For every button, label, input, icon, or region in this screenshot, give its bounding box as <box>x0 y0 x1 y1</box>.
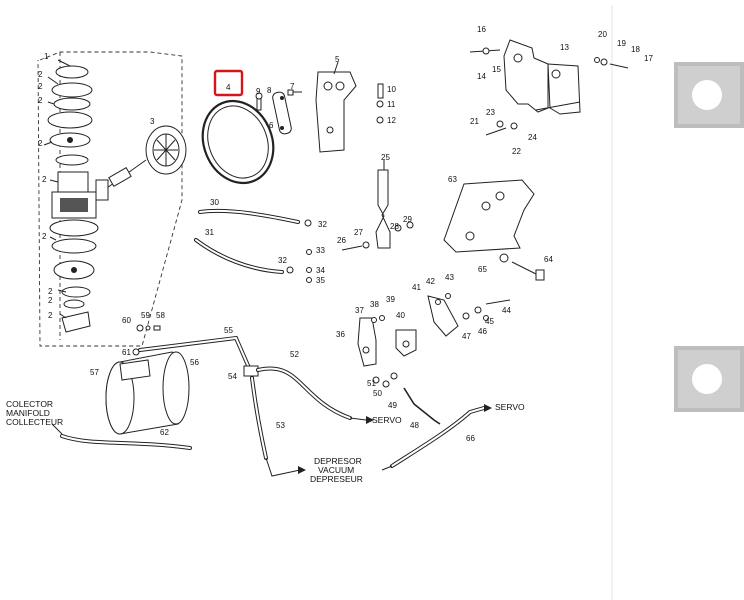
callout-55: 55 <box>224 326 233 335</box>
callout-45: 45 <box>485 317 494 326</box>
callout-56: 56 <box>190 358 199 367</box>
callout-40: 40 <box>396 311 405 320</box>
callout-66: 66 <box>466 434 475 443</box>
callout-2: 2 <box>38 96 43 105</box>
hoses-and-bracket-25-35: 25 26 27 28 29 30 31 32 32 33 34 35 <box>194 153 414 285</box>
hardware-6-to-12: 5 6 7 8 9 10 11 12 <box>255 55 396 153</box>
callout-2: 2 <box>38 70 43 79</box>
collector-label-fr: COLLECTEUR <box>6 417 63 427</box>
callout-32: 32 <box>278 256 287 265</box>
callout-44: 44 <box>502 306 511 315</box>
callout-4-highlighted: 4 <box>226 83 231 92</box>
callout-11: 11 <box>387 100 396 109</box>
callout-2: 2 <box>38 139 43 148</box>
callout-3: 3 <box>150 117 155 126</box>
callout-65: 65 <box>478 265 487 274</box>
callout-57: 57 <box>90 368 99 377</box>
servo-label-2: SERVO <box>495 402 525 412</box>
vacuum-label-en: VACUUM <box>318 465 354 475</box>
callout-59: 59 <box>141 311 150 320</box>
callout-35: 35 <box>316 276 325 285</box>
callout-39: 39 <box>386 295 395 304</box>
callout-2: 2 <box>48 287 53 296</box>
callout-33: 33 <box>316 246 325 255</box>
callout-41: 41 <box>412 283 421 292</box>
callout-27: 27 <box>354 228 363 237</box>
callout-63: 63 <box>448 175 457 184</box>
vacuum-label-es: DEPRESOR <box>314 456 362 466</box>
callout-6: 6 <box>269 121 274 130</box>
callout-2: 2 <box>42 175 47 184</box>
callout-62: 62 <box>160 428 169 437</box>
callout-42: 42 <box>426 277 435 286</box>
callout-15: 15 <box>492 65 501 74</box>
callout-13: 13 <box>560 43 569 52</box>
callout-25: 25 <box>381 153 390 162</box>
callout-1: 1 <box>44 52 49 61</box>
callout-5: 5 <box>335 55 340 64</box>
callout-2: 2 <box>48 296 53 305</box>
callout-8: 8 <box>267 86 272 95</box>
callout-28: 28 <box>390 222 399 231</box>
collector-label-en: MANIFOLD <box>6 408 50 418</box>
callout-32: 32 <box>318 220 327 229</box>
servo-label-1: SERVO <box>372 415 402 425</box>
callout-24: 24 <box>528 133 537 142</box>
callout-58: 58 <box>156 311 165 320</box>
scan-artifact-bottom <box>674 346 744 412</box>
callout-50: 50 <box>373 389 382 398</box>
vacuum-label-fr: DEPRESEUR <box>310 474 363 484</box>
callout-47: 47 <box>462 332 471 341</box>
callout-38: 38 <box>370 300 379 309</box>
callout-29: 29 <box>403 215 412 224</box>
callout-2: 2 <box>42 232 47 241</box>
bracket-hardware-36-47: 36 37 38 39 40 41 42 43 44 45 46 47 <box>336 273 511 367</box>
callout-46: 46 <box>478 327 487 336</box>
callout-21: 21 <box>470 117 479 126</box>
callout-9: 9 <box>256 87 261 96</box>
callout-49: 49 <box>388 401 397 410</box>
fuel-pump-assembly: 1 2 2 2 2 2 2 2 2 2 3 <box>37 51 187 347</box>
callout-17: 17 <box>644 54 653 63</box>
callout-48: 48 <box>410 421 419 430</box>
callout-37: 37 <box>355 306 364 315</box>
callout-51: 51 <box>367 379 376 388</box>
highlight-box-part-4 <box>213 69 244 97</box>
callout-20: 20 <box>598 30 607 39</box>
callout-7: 7 <box>290 82 295 91</box>
callout-53: 53 <box>276 421 285 430</box>
callout-43: 43 <box>445 273 454 282</box>
callout-14: 14 <box>477 72 486 81</box>
callout-60: 60 <box>122 316 131 325</box>
callout-22: 22 <box>512 147 521 156</box>
callout-36: 36 <box>336 330 345 339</box>
callout-54: 54 <box>228 372 237 381</box>
collector-label-es: COLECTOR <box>6 399 53 409</box>
callout-10: 10 <box>387 85 396 94</box>
callout-19: 19 <box>617 39 626 48</box>
callout-64: 64 <box>544 255 553 264</box>
callout-2: 2 <box>38 82 43 91</box>
callout-26: 26 <box>337 236 346 245</box>
vacuum-tank-and-hoses: 48 49 50 51 52 53 54 55 56 57 58 59 60 6… <box>6 311 525 484</box>
callout-2: 2 <box>48 311 53 320</box>
bracket-63-65: 63 64 65 <box>443 175 553 281</box>
bracket-assembly-13-24: 13 14 15 16 17 18 19 20 21 22 23 24 <box>469 25 653 156</box>
callout-16: 16 <box>477 25 486 34</box>
belt-ring-part-4: 4 <box>201 69 275 185</box>
callout-23: 23 <box>486 108 495 117</box>
callout-18: 18 <box>631 45 640 54</box>
callout-12: 12 <box>387 116 396 125</box>
callout-30: 30 <box>210 198 219 207</box>
scan-artifact-top <box>674 62 744 128</box>
callout-52: 52 <box>290 350 299 359</box>
callout-34: 34 <box>316 266 325 275</box>
callout-31: 31 <box>205 228 214 237</box>
callout-61: 61 <box>122 348 131 357</box>
